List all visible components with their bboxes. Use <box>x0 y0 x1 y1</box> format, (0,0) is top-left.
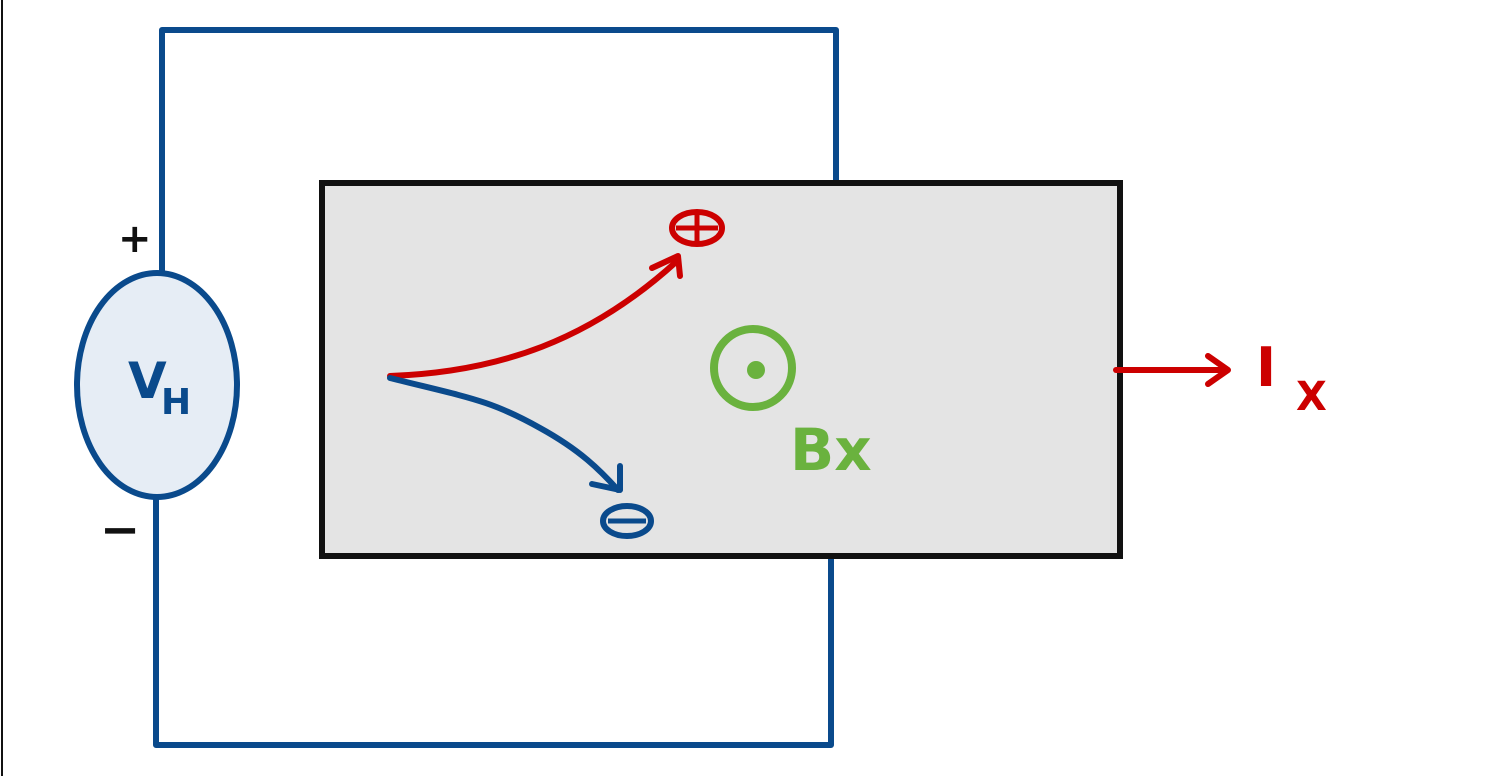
minus-terminal-label: − <box>100 502 140 558</box>
magnetic-field-out-of-page-icon <box>710 325 796 411</box>
positive-charge-icon <box>669 209 725 247</box>
negative-carrier-arrowhead <box>589 463 623 493</box>
voltmeter-label-main: V <box>128 352 167 410</box>
current-arrowhead <box>1205 353 1231 387</box>
bottom-wire <box>153 493 834 748</box>
negative-charge-icon <box>600 503 654 539</box>
positive-carrier-path <box>387 259 679 379</box>
negative-carrier-path <box>387 375 621 493</box>
voltmeter-body <box>74 270 240 500</box>
current-label-subscript: X <box>1296 374 1327 420</box>
voltmeter-label-subscript: H <box>161 382 191 423</box>
top-wire <box>159 27 839 275</box>
plus-terminal-label: + <box>118 216 152 262</box>
magnetic-field-label: Bx <box>790 416 872 484</box>
current-label-main: I <box>1256 336 1276 399</box>
positive-carrier-arrowhead <box>649 253 683 279</box>
voltmeter: V H <box>74 270 240 500</box>
